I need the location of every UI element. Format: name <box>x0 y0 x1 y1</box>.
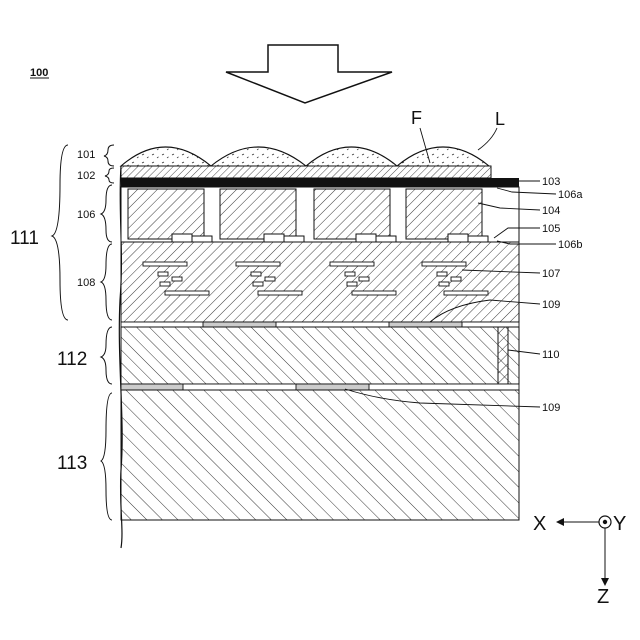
light-direction-arrow <box>226 45 392 103</box>
label-lens: L <box>495 109 505 129</box>
color-filter-layer <box>121 166 491 178</box>
label-102: 102 <box>77 170 95 182</box>
label-113: 113 <box>57 453 87 474</box>
label-112: 112 <box>57 349 87 370</box>
axis-z-label: Z <box>597 586 609 608</box>
label-111: 111 <box>10 228 39 249</box>
label-109-upper: 109 <box>542 299 560 311</box>
substrate-112 <box>121 327 519 384</box>
axis-x-label: X <box>533 513 546 535</box>
label-filter: F <box>411 108 422 128</box>
label-106b: 106b <box>558 239 582 251</box>
label-101: 101 <box>77 149 95 161</box>
label-106: 106 <box>77 209 95 221</box>
through-via-110 <box>498 327 508 384</box>
wiring-layer <box>121 242 519 322</box>
device-label: 100 <box>30 67 48 79</box>
label-104: 104 <box>542 205 560 217</box>
label-107: 107 <box>542 268 560 280</box>
label-108: 108 <box>77 277 95 289</box>
label-105: 105 <box>542 223 560 235</box>
microlens-layer <box>121 147 489 166</box>
label-109-lower: 109 <box>542 402 560 414</box>
label-103: 103 <box>542 176 560 188</box>
substrate-113 <box>121 390 519 520</box>
axis-y-label: Y <box>613 513 626 535</box>
label-106a: 106a <box>558 189 583 201</box>
light-shield-film <box>121 178 519 187</box>
label-110: 110 <box>542 349 560 361</box>
axis-indicator <box>556 516 611 586</box>
